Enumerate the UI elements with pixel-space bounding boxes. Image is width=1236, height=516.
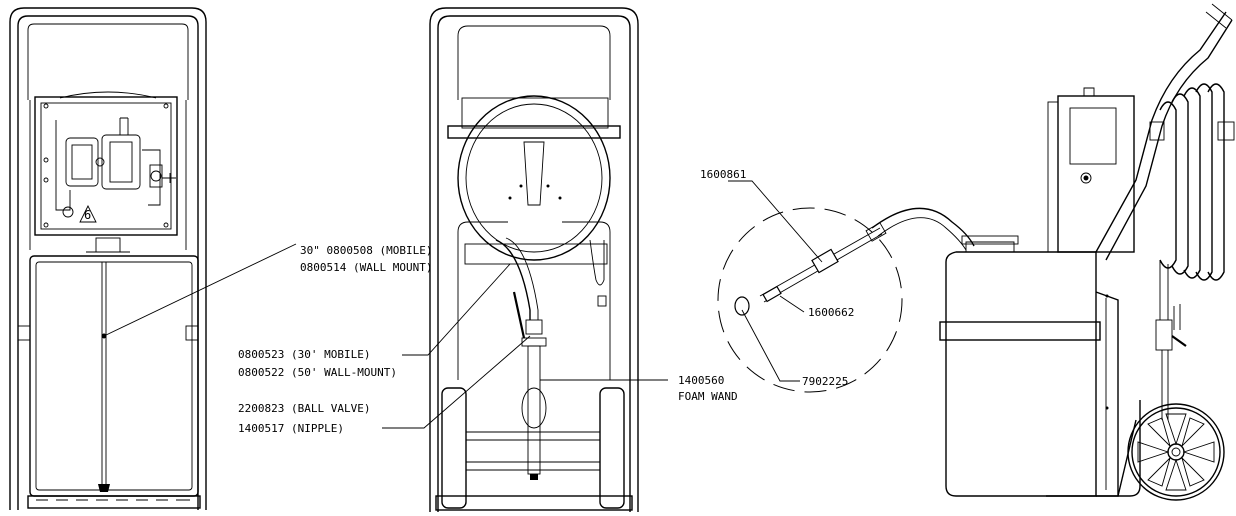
side-handle (1095, 11, 1227, 253)
label-foam-wand: FOAM WAND (678, 390, 738, 403)
rear-crossbar (447, 125, 621, 139)
part-7902225-tip (734, 296, 750, 316)
label-1600861: 1600861 (700, 168, 746, 181)
leader-wand (103, 243, 297, 337)
badge-6: 6 (84, 208, 91, 222)
leader-hose (402, 263, 511, 356)
pump-panel (34, 96, 178, 236)
side-tank-neck (965, 241, 1015, 252)
label-foam-wand-part: 1400560 (678, 374, 724, 387)
leader-7902225 (741, 309, 800, 382)
rear-view (429, 7, 639, 512)
detail-circle (717, 207, 903, 393)
hose-to-tank (871, 207, 975, 247)
rear-wheel-right (599, 387, 625, 509)
warning-triangle (79, 204, 97, 223)
callout-labels: 30" 0800508 (MOBILE) 0800514 (WALL MOUNT… (238, 168, 854, 435)
pump-motor (65, 137, 99, 187)
front-base (27, 495, 201, 509)
label-wand-wall: 0800514 (WALL MOUNT) (300, 261, 432, 274)
ball-valve (525, 319, 543, 335)
valve-handle (512, 291, 526, 339)
part-1600662-fitting (762, 285, 782, 303)
label-1600662: 1600662 (808, 306, 854, 319)
label-7902225: 7902225 (802, 375, 848, 388)
label-wand-mobile: 30" 0800508 (MOBILE) (300, 244, 432, 257)
reel-hub (523, 141, 545, 206)
leader-1600662 (779, 295, 805, 313)
front-tank (29, 255, 199, 497)
front-frame-outer (9, 7, 207, 510)
tank-neck (95, 237, 121, 253)
pump-head (101, 134, 141, 190)
label-ball-valve: 2200823 (BALL VALVE) (238, 402, 370, 415)
hose-down (495, 239, 531, 320)
side-view (939, 3, 1235, 501)
rear-base (435, 495, 633, 511)
part-1600861-body (811, 248, 839, 274)
label-hose-mobile: 0800523 (30' MOBILE) (238, 348, 370, 361)
side-tank-band (939, 321, 1101, 341)
hose-coil-outer (457, 95, 611, 261)
leader-1600861 (728, 180, 823, 263)
label-hose-wall: 0800522 (50' WALL-MOUNT) (238, 366, 397, 379)
label-nipple: 1400517 (NIPPLE) (238, 422, 344, 435)
detail-view (717, 207, 975, 393)
side-ball-valve (1155, 319, 1173, 351)
side-valve-handle (1171, 335, 1187, 347)
rear-frame-outer (429, 7, 639, 512)
side-wheel (1127, 403, 1225, 501)
side-tank (945, 251, 1097, 497)
rear-wheel-left (441, 387, 467, 509)
leader-valve (382, 335, 531, 429)
front-handle-loop (27, 23, 189, 100)
side-cabinet-window (1069, 107, 1117, 165)
front-frame-inner (17, 15, 199, 510)
foam-wand (527, 345, 541, 475)
leader-lines (103, 180, 823, 429)
front-view: 6 (9, 7, 207, 510)
